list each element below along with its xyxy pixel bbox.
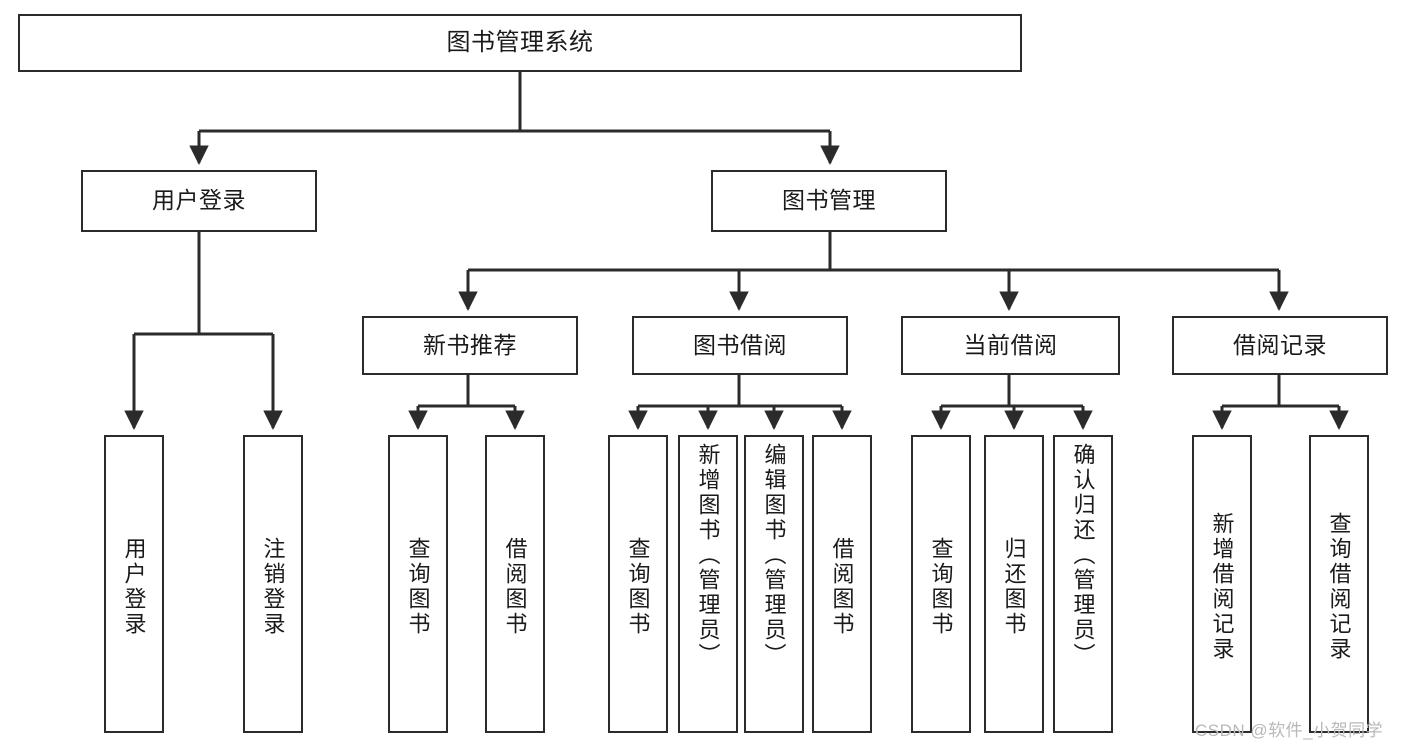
node-book-borrow[interactable]: 图书借阅 <box>632 316 848 375</box>
node-leaf-query-record-label: 查询借阅记录 <box>1326 512 1352 662</box>
node-leaf-logout-label: 注销登录 <box>260 537 286 637</box>
node-book-management-label: 图书管理 <box>782 187 876 214</box>
node-leaf-logout[interactable]: 注销登录 <box>243 435 303 733</box>
node-leaf-borrow-book-2-label: 借阅图书 <box>829 537 855 637</box>
node-leaf-add-book[interactable]: 新增图书（管理员） <box>678 435 738 733</box>
csdn-watermark: CSDN @软件_小贺同学 <box>1195 721 1384 740</box>
node-leaf-query-book-3[interactable]: 查询图书 <box>911 435 971 733</box>
node-leaf-add-book-label: 新增图书（管理员） <box>695 443 721 668</box>
node-leaf-return-book-label: 归还图书 <box>1001 537 1027 637</box>
node-new-book-recommend[interactable]: 新书推荐 <box>362 316 578 375</box>
node-leaf-user-login-label: 用户登录 <box>121 537 147 637</box>
node-leaf-query-book-1[interactable]: 查询图书 <box>388 435 448 733</box>
node-leaf-user-login[interactable]: 用户登录 <box>104 435 164 733</box>
node-leaf-borrow-book-1-label: 借阅图书 <box>502 537 528 637</box>
node-root[interactable]: 图书管理系统 <box>18 14 1022 72</box>
node-leaf-edit-book-label: 编辑图书（管理员） <box>761 443 787 668</box>
node-leaf-query-book-2[interactable]: 查询图书 <box>608 435 668 733</box>
node-leaf-add-record-label: 新增借阅记录 <box>1209 512 1235 662</box>
node-new-book-recommend-label: 新书推荐 <box>423 331 517 358</box>
node-borrow-record-label: 借阅记录 <box>1233 331 1327 358</box>
node-current-borrow[interactable]: 当前借阅 <box>901 316 1120 375</box>
node-leaf-query-book-2-label: 查询图书 <box>625 537 651 637</box>
node-leaf-confirm-return-label: 确认归还（管理员） <box>1070 443 1096 668</box>
node-leaf-query-book-1-label: 查询图书 <box>405 537 431 637</box>
node-user-login[interactable]: 用户登录 <box>81 170 317 232</box>
node-book-borrow-label: 图书借阅 <box>693 331 787 358</box>
node-borrow-record[interactable]: 借阅记录 <box>1172 316 1388 375</box>
node-leaf-borrow-book-2[interactable]: 借阅图书 <box>812 435 872 733</box>
node-user-login-label: 用户登录 <box>152 187 246 214</box>
node-root-label: 图书管理系统 <box>446 28 594 56</box>
node-leaf-query-record[interactable]: 查询借阅记录 <box>1309 435 1369 733</box>
node-leaf-return-book[interactable]: 归还图书 <box>984 435 1044 733</box>
node-leaf-borrow-book-1[interactable]: 借阅图书 <box>485 435 545 733</box>
node-book-management[interactable]: 图书管理 <box>711 170 947 232</box>
node-leaf-query-book-3-label: 查询图书 <box>928 537 954 637</box>
node-leaf-confirm-return[interactable]: 确认归还（管理员） <box>1053 435 1113 733</box>
node-leaf-add-record[interactable]: 新增借阅记录 <box>1192 435 1252 733</box>
node-current-borrow-label: 当前借阅 <box>963 331 1058 358</box>
node-leaf-edit-book[interactable]: 编辑图书（管理员） <box>744 435 804 733</box>
